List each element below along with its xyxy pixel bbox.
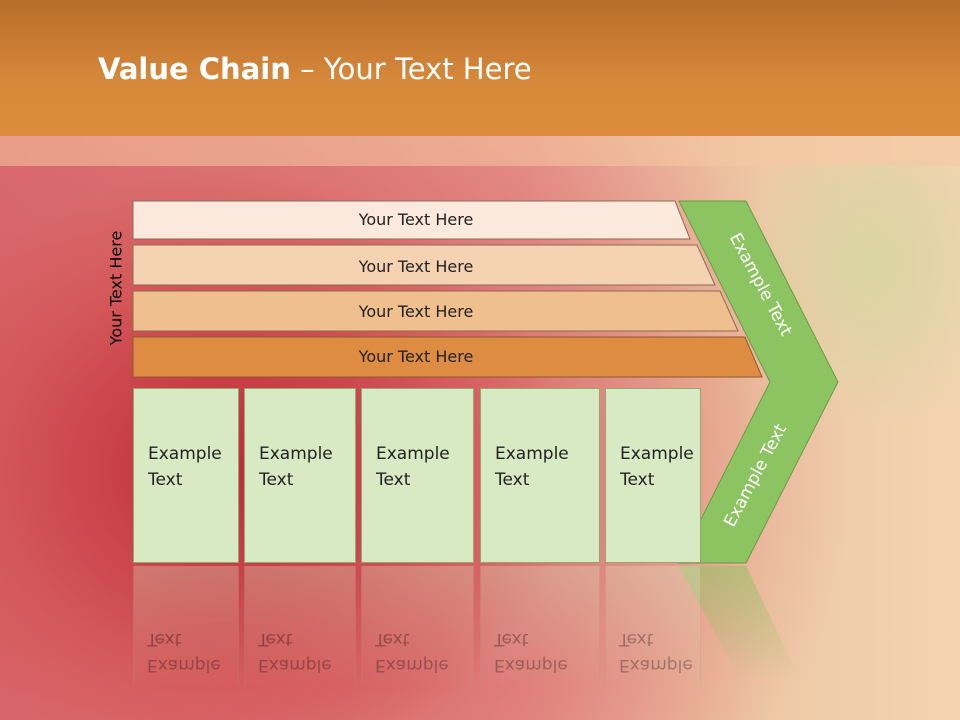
- box-3: Example Text: [361, 388, 474, 563]
- box-1-reflection: Example Text: [133, 566, 239, 686]
- band-4-shape: [132, 336, 763, 378]
- box-4-reflection: Example Text: [480, 566, 600, 686]
- header-band: [0, 136, 960, 166]
- box-2: Example Text: [244, 388, 356, 563]
- box-4-label: Example Text: [495, 444, 569, 490]
- box-2-reflection: Example Text: [244, 566, 356, 686]
- box-1: Example Text: [133, 388, 239, 563]
- band-1: Your Text Here: [132, 200, 691, 240]
- box-1-reflection-text: Example Text: [147, 629, 221, 675]
- box-5-reflection: Example Text: [605, 566, 701, 686]
- chevron-arrow: Example Text Example Text: [678, 200, 839, 564]
- title-rest: – Your Text Here: [290, 52, 532, 86]
- box-5-reflection-text: Example Text: [619, 629, 693, 675]
- band-4-label: Your Text Here: [358, 347, 474, 366]
- band-1-shape: [132, 200, 691, 240]
- box-2-label: Example Text: [259, 444, 333, 490]
- box-1-label: Example Text: [148, 444, 222, 490]
- band-3-shape: [132, 290, 739, 332]
- band-2-shape: [132, 244, 716, 286]
- slide-title: Value Chain – Your Text Here: [98, 52, 532, 86]
- box-4-reflection-text: Example Text: [494, 629, 568, 675]
- box-4: Example Text: [480, 388, 600, 563]
- chevron-shape: [678, 200, 839, 564]
- band-2: Your Text Here: [132, 244, 716, 286]
- box-5: Example Text: [605, 388, 701, 563]
- box-2-reflection-text: Example Text: [258, 629, 332, 675]
- box-3-reflection-text: Example Text: [375, 629, 449, 675]
- band-4: Your Text Here: [132, 336, 763, 378]
- title-bold: Value Chain: [98, 52, 291, 86]
- band-3: Your Text Here: [132, 290, 739, 332]
- box-5-label: Example Text: [620, 444, 694, 490]
- box-3-label: Example Text: [376, 444, 450, 490]
- chevron-reflection: [679, 566, 800, 680]
- band-1-label: Your Text Here: [358, 210, 474, 229]
- band-2-label: Your Text Here: [358, 257, 474, 276]
- band-3-label: Your Text Here: [358, 302, 474, 321]
- header-bar: [0, 0, 960, 136]
- box-3-reflection: Example Text: [361, 566, 474, 686]
